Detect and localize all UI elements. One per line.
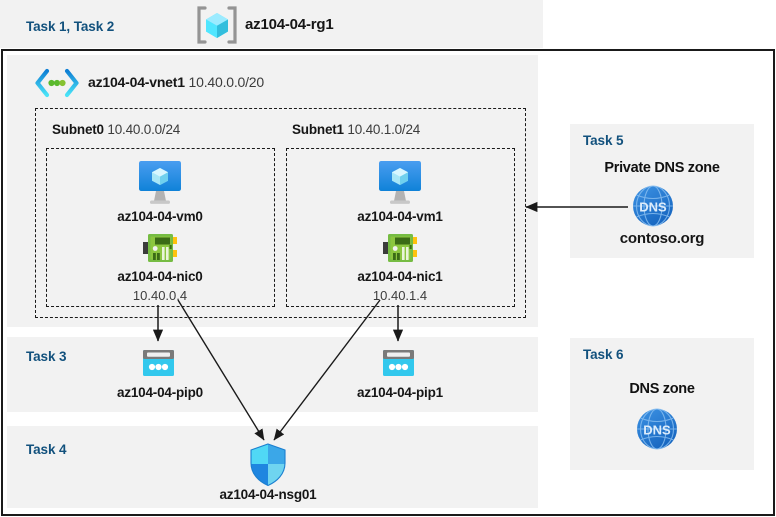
network-interface-icon [381, 231, 419, 265]
network-security-group-icon [248, 443, 288, 487]
subnet0-name: Subnet0 [52, 122, 104, 137]
subnet1-header: Subnet1 10.40.1.0/24 [292, 122, 420, 137]
subnet1-box [286, 148, 515, 307]
virtual-machine-icon [132, 158, 188, 208]
dns-zone-title: DNS zone [629, 381, 695, 397]
public-ip-address-icon [141, 347, 176, 379]
resource-group-name: az104-04-rg1 [245, 16, 334, 33]
virtual-network-icon [34, 68, 80, 98]
subnet0-prefix: 10.40.0.0/24 [107, 122, 181, 137]
pip0-name: az104-04-pip0 [117, 385, 203, 400]
task3-panel [7, 337, 538, 412]
dns-icon-text: DNS [643, 423, 671, 438]
subnet0-box [46, 148, 275, 307]
task6-label: Task 6 [583, 347, 624, 362]
vnet-header: az104-04-vnet1 10.40.0.0/20 [88, 74, 264, 90]
virtual-machine-icon [372, 158, 428, 208]
nic0-ip: 10.40.0.4 [132, 288, 188, 303]
dns-zone-icon: DNS [630, 183, 676, 229]
subnet1-name: Subnet1 [292, 122, 344, 137]
nic0-name: az104-04-nic0 [117, 269, 203, 284]
nsg-name: az104-04-nsg01 [219, 487, 317, 502]
vm0-name: az104-04-vm0 [117, 209, 203, 224]
subnet1-prefix: 10.40.1.0/24 [347, 122, 421, 137]
task1-task2-panel [0, 0, 543, 48]
task1-task2-label: Task 1, Task 2 [26, 19, 115, 34]
private-dns-zone-title: Private DNS zone [604, 160, 720, 176]
resource-group-icon [196, 6, 238, 44]
dns-zone-icon: DNS [634, 406, 680, 452]
public-ip-address-icon [381, 347, 416, 379]
task3-label: Task 3 [26, 349, 67, 364]
diagram-outer-frame [1, 49, 775, 516]
nic1-name: az104-04-nic1 [357, 269, 443, 284]
subnet0-header: Subnet0 10.40.0.0/24 [52, 122, 180, 137]
pip1-name: az104-04-pip1 [357, 385, 443, 400]
vnet-panel-fill [7, 55, 538, 327]
vnet-address-space: 10.40.0.0/20 [188, 74, 265, 90]
nic1-ip: 10.40.1.4 [372, 288, 428, 303]
private-dns-zone-name: contoso.org [619, 230, 705, 247]
network-interface-icon [141, 231, 179, 265]
task5-label: Task 5 [583, 133, 624, 148]
vnet-name: az104-04-vnet1 [88, 74, 185, 90]
vm1-name: az104-04-vm1 [357, 209, 443, 224]
task4-label: Task 4 [26, 442, 67, 457]
dns-icon-text: DNS [639, 200, 667, 215]
